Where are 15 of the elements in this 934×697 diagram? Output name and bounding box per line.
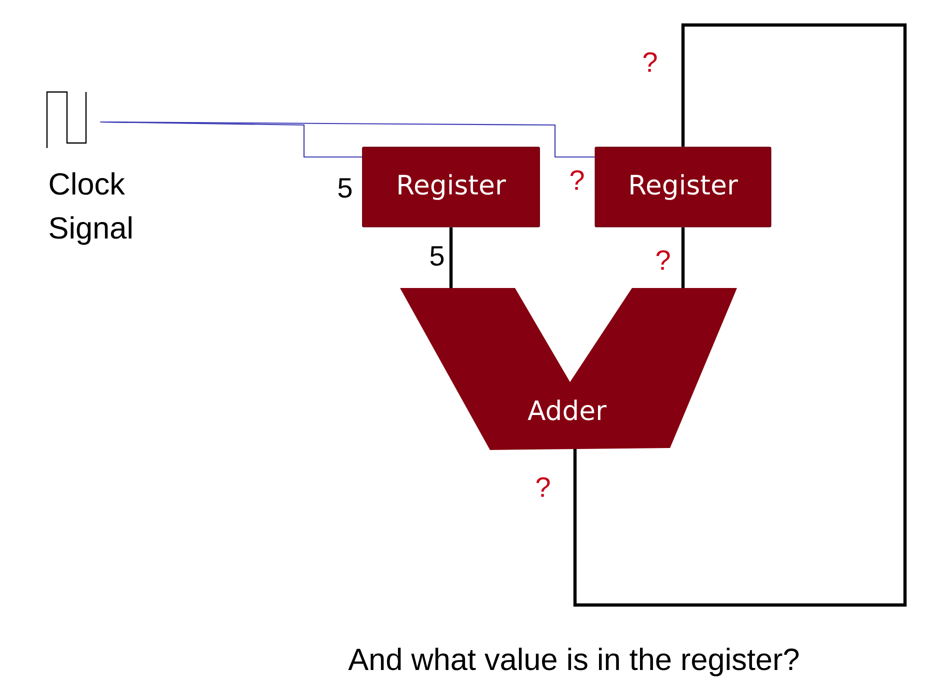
- edge-label: 5: [430, 246, 444, 266]
- value-label: ?: [643, 52, 657, 72]
- clock-wire: [100, 121, 595, 158]
- edge-label: ?: [536, 477, 550, 497]
- value-label: 5: [338, 178, 352, 198]
- node-caption: Clock Signal: [50, 172, 132, 245]
- clock-waveform-icon: [46, 91, 87, 148]
- caption: And what value is in the register?: [348, 648, 799, 676]
- wire: [449, 227, 453, 288]
- register-box: Register: [594, 146, 772, 228]
- register-box: Register: [362, 146, 540, 228]
- wire: [573, 23, 907, 607]
- value-label: ?: [570, 170, 584, 190]
- wire: [681, 227, 685, 288]
- edge-label: ?: [656, 250, 670, 270]
